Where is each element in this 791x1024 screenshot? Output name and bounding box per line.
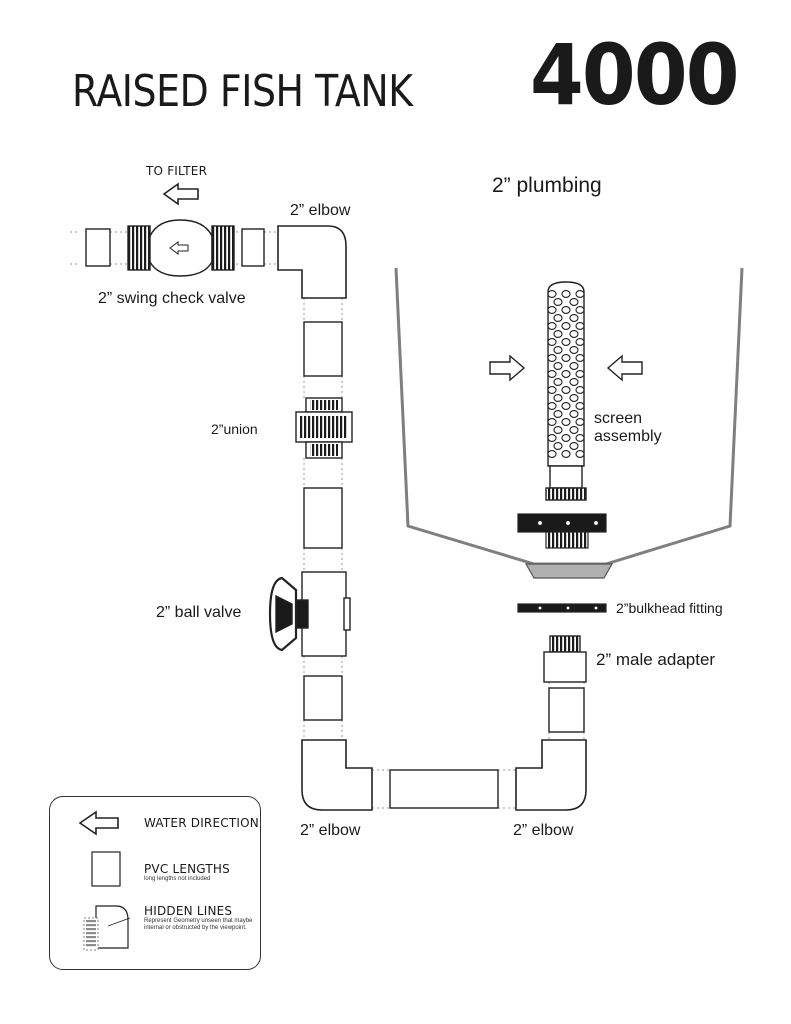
screen-hole (547, 434, 557, 442)
to-filter-arrow (162, 182, 199, 206)
male-adapter (543, 635, 587, 683)
elbow-top (277, 225, 347, 299)
pvc-length (303, 321, 343, 377)
ball-valve (268, 571, 351, 657)
screen-hole (561, 402, 571, 410)
screen-hole (547, 450, 557, 458)
screen-hole (547, 370, 557, 378)
screen-hole (575, 354, 585, 362)
pvc-length (389, 769, 499, 809)
screen-hole (553, 298, 563, 306)
screen-hole (561, 450, 571, 458)
screen-hole (561, 386, 571, 394)
pvc-length (303, 675, 343, 721)
screen-hole (561, 306, 571, 314)
flow-arrow-right (606, 354, 643, 382)
screen-hole (569, 362, 579, 370)
screen-label-line2: assembly (594, 428, 662, 445)
screen-hole (575, 418, 585, 426)
legend (49, 796, 261, 970)
screen-hole (575, 338, 585, 346)
screen-hole (561, 418, 571, 426)
screen-hole (569, 314, 579, 322)
legend-pvc-note: long lengths not included (144, 876, 211, 882)
diagram-title: RAISED FISH TANK (72, 66, 413, 117)
screen-hole (547, 338, 557, 346)
union-label: 2”union (211, 421, 258, 437)
flow-arrow-left (489, 354, 526, 382)
screen-hole (575, 434, 585, 442)
screen-hole (575, 450, 585, 458)
screen-hole (547, 306, 557, 314)
screen-label-line1: screen (594, 410, 643, 427)
tank-drain (524, 563, 614, 579)
pvc-length (548, 687, 585, 733)
legend-pvc-icon (91, 851, 121, 887)
screen-hole (575, 306, 585, 314)
model-number: 4000 (530, 26, 740, 124)
screen-hole (547, 322, 557, 330)
legend-water-direction: WATER DIRECTION (144, 816, 259, 830)
screen-hole (575, 386, 585, 394)
screen-hole (561, 434, 571, 442)
screen-hole (553, 426, 563, 434)
screen-hole (569, 346, 579, 354)
screen-hole (553, 442, 563, 450)
bulkhead-nut (517, 513, 607, 549)
to-filter-label: TO FILTER (146, 164, 208, 178)
legend-pvc-lengths: PVC LENGTHS (144, 862, 230, 876)
legend-hidden-note: Represent Geometry unseen that maybe int… (144, 918, 253, 931)
screen-hole (553, 394, 563, 402)
screen-hole (569, 410, 579, 418)
ball-valve-label: 2” ball valve (156, 604, 242, 621)
pvc-length (303, 487, 343, 549)
screen-hole (561, 370, 571, 378)
screen-hole (547, 386, 557, 394)
bulkhead-label: 2”bulkhead fitting (616, 600, 723, 616)
elbow-right-label: 2” elbow (513, 822, 574, 839)
screen-hole (547, 354, 557, 362)
screen-hole (553, 314, 563, 322)
screen-hole (553, 362, 563, 370)
screen-hole (575, 290, 585, 298)
screen-hole (561, 290, 571, 298)
legend-hidden-lines: HIDDEN LINES (144, 904, 233, 918)
elbow-bottom-right (515, 739, 587, 811)
screen-hole (561, 354, 571, 362)
screen-hole (553, 330, 563, 338)
screen-hole (575, 402, 585, 410)
union-fitting (295, 397, 353, 459)
swing-check-valve-label: 2” swing check valve (98, 290, 246, 307)
screen-hole (569, 442, 579, 450)
elbow-bottom-left (301, 739, 373, 811)
screen-hole (569, 378, 579, 386)
screen-hole (547, 418, 557, 426)
screen-hole (569, 394, 579, 402)
screen-hole (575, 370, 585, 378)
male-adapter-label: 2” male adapter (596, 650, 716, 669)
screen-hole (561, 322, 571, 330)
bulkhead-fitting (517, 603, 607, 613)
screen-holes (547, 290, 585, 458)
elbow-top-label: 2” elbow (290, 202, 351, 219)
screen-hole (575, 322, 585, 330)
elbow-left-label: 2” elbow (300, 822, 361, 839)
legend-arrow-icon (78, 810, 119, 836)
screen-hole (569, 330, 579, 338)
screen-hole (569, 298, 579, 306)
hidden-lines (70, 231, 585, 809)
screen-hole (553, 410, 563, 418)
plumbing-label: 2” plumbing (492, 174, 602, 197)
screen-hole (553, 378, 563, 386)
screen-hole (553, 346, 563, 354)
screen-hole (547, 402, 557, 410)
screen-hole (569, 426, 579, 434)
screen-hole (547, 290, 557, 298)
legend-hidden-icon (83, 905, 131, 951)
screen-hole (561, 338, 571, 346)
swing-check-valve (85, 219, 265, 277)
